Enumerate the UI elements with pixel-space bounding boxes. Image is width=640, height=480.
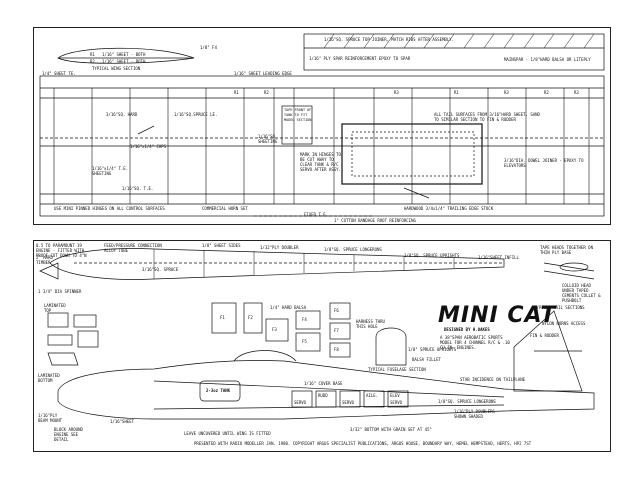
mini-cat-logo: MINI CAT bbox=[438, 303, 557, 328]
servo-label-1: SERVO bbox=[294, 400, 307, 405]
ply-mount-note: 1/16"PLY BEAM MOUNT bbox=[38, 413, 63, 423]
tank-note: TAPE FRONT OF TANK TO FIT MODEL SECTION bbox=[284, 108, 312, 122]
bottom-grain-note: 3/32" BOTTOM WITH GRAIN SET AT 45° bbox=[350, 427, 432, 432]
engine-note: 0.5 TO PARAMOUNT 19 ENGINE - FITTED WITH… bbox=[36, 243, 87, 258]
te-label: 1/16"SQ. T.E. bbox=[122, 186, 154, 191]
elevator-servo-label: ELEV bbox=[390, 393, 400, 398]
airfoil-sheet-top: 1/16" SHEET - BOTH bbox=[102, 52, 146, 57]
tail-surfaces-note: ALL TAIL SURFACES FROM 3/16"HARD SHEET. … bbox=[434, 112, 540, 122]
airfoil-trailing-label: 1/8" F4 bbox=[200, 45, 217, 50]
laminated-bottom-label: LAMINATED BOTTOM bbox=[38, 373, 60, 383]
top-joiner-note: 1/16"SQ. SPRUCE TOP JOINER, MATCH RIBS A… bbox=[324, 37, 455, 42]
control-hinge-note: USE MINI PINNED HINGES ON ALL CONTROL SU… bbox=[54, 206, 165, 211]
former-f4: F4 bbox=[302, 317, 307, 322]
infill-note: 1/16"SHEET INFILL bbox=[478, 255, 519, 260]
designer-credit: DESIGNED BY H.OAKES bbox=[444, 327, 490, 332]
capstrip-note: 1/16"x1/4" CAPS bbox=[130, 144, 167, 149]
former-f1: F1 bbox=[220, 315, 225, 320]
upright-note: 1/8"SQ. SPRUCE UPRIGHTS bbox=[404, 253, 460, 258]
mainspar-note: MAINSPAR - 1/8"HARD BALSA OR LITEPLY bbox=[504, 57, 591, 62]
fuselage-section-note: TYPICAL FUSELAGE SECTION bbox=[368, 367, 426, 372]
fixed-te-label: FIXED T.E. bbox=[304, 212, 329, 217]
wing-sheet: TYPICAL WING SECTION R1 R2 1/16" SHEET -… bbox=[33, 27, 611, 225]
rib-mark-4: R1 bbox=[454, 90, 459, 95]
rib-mark-3: R3 bbox=[394, 90, 399, 95]
fillet-note: BALSA FILLET bbox=[412, 357, 441, 362]
wing-plan-drawing bbox=[39, 33, 605, 217]
feed-note: FEED/PRESSURE CONNECTION ALLOY TUBE bbox=[104, 243, 162, 253]
spar-reinforcement-note: 1/16" PLY SPAR REINFORCEMENT EPOXY TO SP… bbox=[309, 56, 411, 61]
trailing-stock-note: HARDWOOD 3/4x1/4" TRAILING EDGE STOCK bbox=[404, 206, 494, 211]
stab-incidence-note: STAB INCIDENCE ON TAILPLANE bbox=[460, 377, 526, 382]
engine-mount-note: BLOCK AROUND ENGINE SEE DETAIL bbox=[54, 427, 83, 442]
te-sheet-note: 1/4" SHEET TE. bbox=[42, 71, 76, 76]
former-f8: F8 bbox=[334, 347, 339, 352]
airfoil-rib-label-1: R1 bbox=[90, 52, 95, 57]
le-spruce-note: 1/16"SQ.SPRUCE LE. bbox=[174, 112, 218, 117]
dowel-joiner-note: 3/16"DIA. DOWEL JOINER - EPOXY TO ELEVAT… bbox=[504, 158, 584, 168]
laminated-top-label: LAMINATED TOP bbox=[44, 303, 66, 313]
le-sheet-note: 1/16" SHEET LEADING EDGE bbox=[234, 71, 292, 76]
spinner-label: 1 3/4" DIA SPINNER bbox=[38, 289, 82, 294]
wing-section-title: TYPICAL WING SECTION bbox=[92, 66, 141, 71]
doubler-note: 1/32"PLY DOUBLER bbox=[260, 245, 299, 250]
leave-uncovered-note: LEAVE UNCOVERED UNTIL WING IS FITTED bbox=[184, 431, 271, 436]
rib-mark-6: R3 bbox=[574, 90, 579, 95]
rib-r3-label: R3 bbox=[504, 90, 509, 95]
harness-note: HARNESS THRU THIS HOLE bbox=[356, 319, 385, 329]
servo-label-2: SERVO bbox=[342, 400, 355, 405]
spar-note: 3/16"SQ. HARD bbox=[106, 112, 138, 117]
fuselage-sheet: MINI CAT DESIGNED BY H.OAKES A 38"SPAN A… bbox=[33, 240, 611, 452]
hinge-cutaway-note: MARK IN HINGES TO BE CUT AWAY TO CLEAR T… bbox=[300, 152, 341, 172]
servo-label-3: SERVO bbox=[390, 400, 403, 405]
colloid-head-note: COLLOID HEAD UNDER TAPED CEMENTS COLLET … bbox=[562, 283, 601, 303]
nylon-horns-note: NYLON HORNS ACCESS bbox=[542, 321, 586, 326]
tank-label: 2-3oz TANK bbox=[206, 388, 231, 393]
rudder-servo-label: RUDD bbox=[318, 393, 328, 398]
sheeting-note: 1/16"SQ. SHEETING bbox=[258, 134, 278, 144]
aileron-servo-label: AILE. bbox=[366, 393, 379, 398]
horn-set-note: COMMERCIAL HORN SET bbox=[202, 206, 248, 211]
bottom-sheet-label: 1/16"SHEET bbox=[110, 419, 135, 424]
ply-doublers-note: 1/16"PLY DOUBLERS SHOWN SHADED bbox=[454, 409, 495, 419]
airfoil-sheet-bottom: 1/16" SHEET - BOTH bbox=[102, 59, 146, 64]
spruce-note: 3/16"SQ. SPRUCE bbox=[142, 267, 179, 272]
timber-note: 2" HARD TIMBER bbox=[36, 255, 53, 265]
fin-rudder-label: FIN & RUDDER bbox=[530, 333, 559, 338]
side-sheet-note: 1/8" SHEET SIDES bbox=[202, 243, 241, 248]
copyright-footer: PRESENTED WITH RADIO MODELLER JAN. 1980.… bbox=[194, 441, 532, 446]
airfoil-rib-label-2: R2 bbox=[90, 59, 95, 64]
rib-mark-5: R2 bbox=[544, 90, 549, 95]
former-f7: F7 bbox=[334, 328, 339, 333]
former-f2: F2 bbox=[248, 315, 253, 320]
tape-heads-note: TAPE HEADS TOGETHER ON THIN PLY BASE bbox=[540, 245, 593, 255]
rib-mark-1: R1 bbox=[234, 90, 239, 95]
fuselage-drawing bbox=[39, 248, 595, 420]
te-sheeting-note: 1/16"x1/4" T.E. SHEETING bbox=[92, 166, 129, 176]
former-f6: F6 bbox=[334, 308, 339, 313]
cover-base-note: 1/16" COVER BASE bbox=[304, 381, 343, 386]
fin-upright-note: 1/8" SPRUCE UPRIGHTS bbox=[408, 347, 457, 352]
bandage-note: 1" COTTON BANDAGE ROOT REINFORCING bbox=[334, 218, 416, 223]
hard-balsa-note: 1/4" HARD BALSA bbox=[270, 305, 307, 310]
former-f5: F5 bbox=[302, 339, 307, 344]
longerons-side-note: 1/8"SQ. SPRUCE LONGERONS bbox=[438, 399, 496, 404]
longeron-note: 1/8"SQ. SPRUCE LONGERONS bbox=[324, 247, 382, 252]
tail-sections-label: TYPICAL TAIL SECTIONS bbox=[534, 305, 585, 310]
rib-mark-2: R2 bbox=[264, 90, 269, 95]
former-f3: F3 bbox=[272, 327, 277, 332]
model-description: A 38"SPAN AEROBATIC SPORTS MODEL FOR 4 C… bbox=[440, 335, 510, 350]
